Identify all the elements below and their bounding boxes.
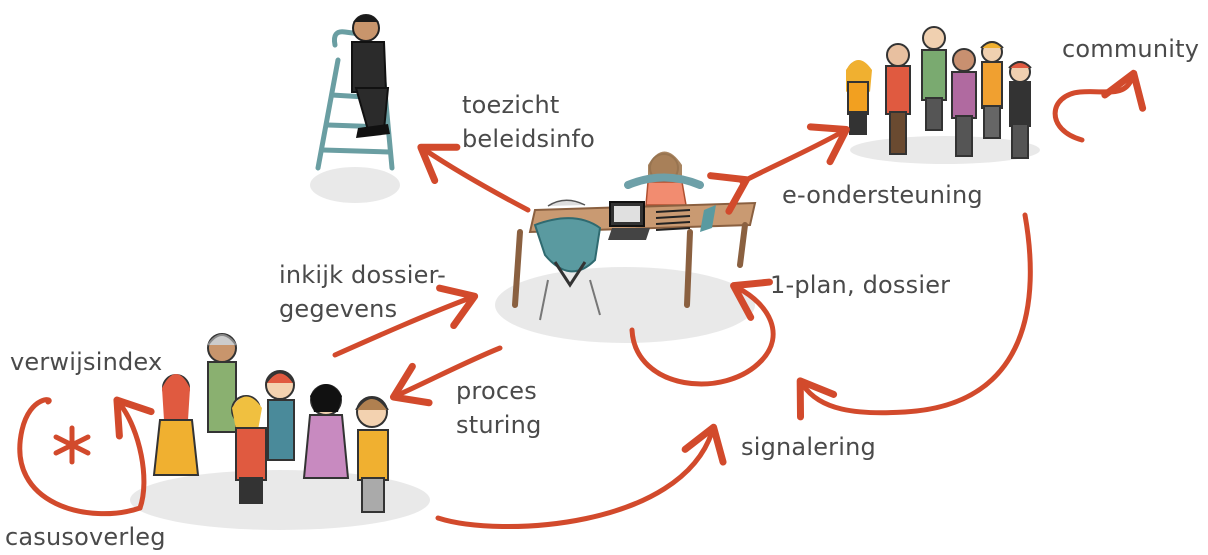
supervisor-high-chair — [315, 14, 395, 171]
arrow-toezicht — [417, 143, 531, 213]
arrow-inkijk — [332, 284, 479, 358]
label-inkijk-dossiergegevens: inkijk dossier-gegevens — [279, 258, 446, 326]
label-community: community — [1062, 35, 1200, 63]
arrows — [17, 69, 1147, 530]
casus-group — [152, 333, 389, 513]
community-group — [846, 26, 1032, 159]
label-proces-sturing: proces sturing — [456, 374, 542, 442]
label-toezicht: toezicht — [462, 91, 560, 119]
label-sturing: sturing — [456, 411, 542, 439]
label-verwijsindex: verwijsindex — [10, 348, 163, 376]
arrow-signalering-from-eond — [796, 212, 1033, 421]
label-inkijk-line2: gegevens — [279, 295, 398, 323]
label-signalering: signalering — [741, 433, 876, 461]
coordinator-desk — [512, 151, 757, 321]
label-proces: proces — [456, 377, 537, 405]
label-plan-dossier: 1-plan, dossier — [770, 271, 951, 299]
arrow-community-loop — [1052, 69, 1147, 143]
label-inkijk-line1: inkijk dossier- — [279, 261, 446, 289]
label-toezicht-beleidsinfo: toezicht beleidsinfo — [462, 88, 595, 156]
arrow-e-ondersteuning — [707, 123, 850, 215]
asterisk-icon — [53, 425, 91, 465]
arrow-signalering-from-casus — [435, 423, 727, 530]
arrow-plan-dossier — [629, 278, 776, 387]
arrow-proces-sturing — [389, 345, 503, 407]
arrow-verwijsindex-loop — [17, 397, 143, 517]
label-casusoverleg: casusoverleg — [5, 523, 166, 551]
label-beleidsinfo: beleidsinfo — [462, 125, 596, 153]
label-e-ondersteuning: e-ondersteuning — [782, 181, 983, 209]
